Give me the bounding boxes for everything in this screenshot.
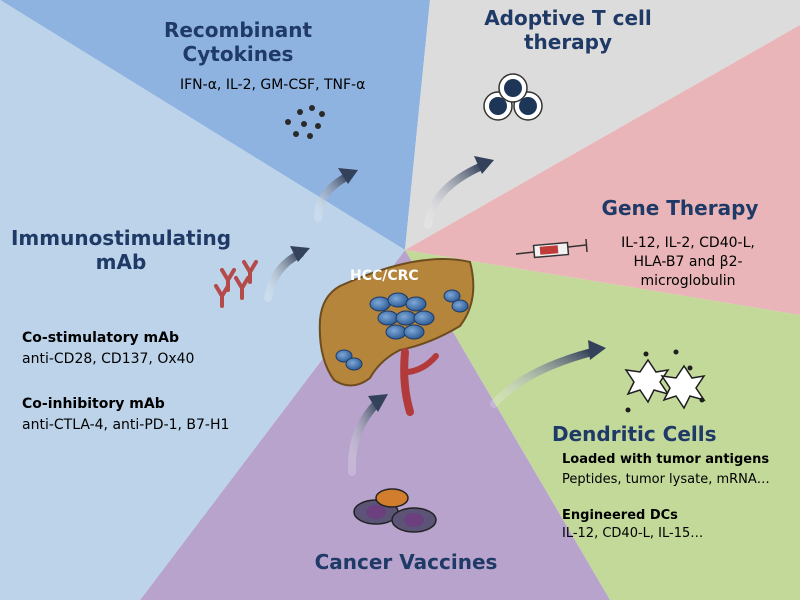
arrow-to-dendritic bbox=[490, 348, 596, 408]
arrow-to-adoptive bbox=[424, 162, 486, 229]
sector-vaccines bbox=[140, 250, 610, 600]
gene-line1: IL-12, IL-2, CD40-L, bbox=[621, 235, 755, 251]
antibody-icon bbox=[214, 260, 258, 308]
title-cytokines: Recombinant Cytokines bbox=[148, 18, 328, 66]
costim-title: Co-stimulatory mAb bbox=[22, 330, 179, 346]
gene-items: IL-12, IL-2, CD40-L, HLA-B7 and β2- micr… bbox=[598, 234, 778, 291]
costim-items: anti-CD28, CD137, Ox40 bbox=[22, 351, 195, 367]
gene-line3: microglobulin bbox=[640, 272, 736, 289]
title-adoptive: Adoptive T cell therapy bbox=[478, 6, 658, 54]
title-gene-therapy: Gene Therapy bbox=[601, 196, 759, 220]
cytokines-items: IFN-α, IL-2, GM-CSF, TNF-α bbox=[180, 77, 366, 93]
sector-gene bbox=[405, 25, 800, 315]
title-mab-line1: Immunostimulating bbox=[10, 226, 232, 250]
title-vaccines: Cancer Vaccines bbox=[314, 550, 498, 574]
dc-loaded-items: Peptides, tumor lysate, mRNA… bbox=[562, 472, 770, 487]
dc-engineered-items: IL-12, CD40-L, IL-15… bbox=[562, 526, 704, 541]
coinhib-title: Co-inhibitory mAb bbox=[22, 396, 165, 412]
title-mab: Immunostimulating mAb bbox=[6, 226, 236, 274]
dendritic-cells-icon bbox=[624, 358, 706, 410]
arrow-to-cytokines bbox=[314, 172, 352, 222]
title-adoptive-line2: therapy bbox=[523, 30, 613, 54]
title-cytokines-line2: Cytokines bbox=[182, 42, 294, 66]
dc-loaded-title: Loaded with tumor antigens bbox=[562, 452, 770, 467]
dc-engineered-title: Engineered DCs bbox=[562, 508, 678, 523]
sector-adoptive bbox=[405, 0, 800, 250]
vaccine-cells-icon bbox=[353, 488, 437, 533]
cytokine-dots-icon bbox=[285, 105, 325, 139]
gene-line2: HLA-B7 and β2- bbox=[633, 253, 743, 270]
syringe-icon bbox=[515, 238, 588, 259]
arrow-to-vaccines bbox=[347, 398, 382, 476]
tumor-cluster bbox=[335, 289, 469, 371]
title-adoptive-line1: Adoptive T cell bbox=[484, 6, 652, 30]
sector-cytokines bbox=[0, 0, 430, 250]
t-cells-icon bbox=[483, 73, 543, 121]
center-label: HCC/CRC bbox=[350, 268, 419, 284]
title-dendritic: Dendritic Cells bbox=[552, 422, 717, 446]
title-cytokines-line1: Recombinant bbox=[163, 18, 313, 42]
coinhib-items: anti-CTLA-4, anti-PD-1, B7-H1 bbox=[22, 417, 230, 433]
sector-dendritic bbox=[405, 250, 800, 600]
title-mab-line2: mAb bbox=[95, 250, 147, 274]
sector-mab bbox=[0, 0, 405, 600]
